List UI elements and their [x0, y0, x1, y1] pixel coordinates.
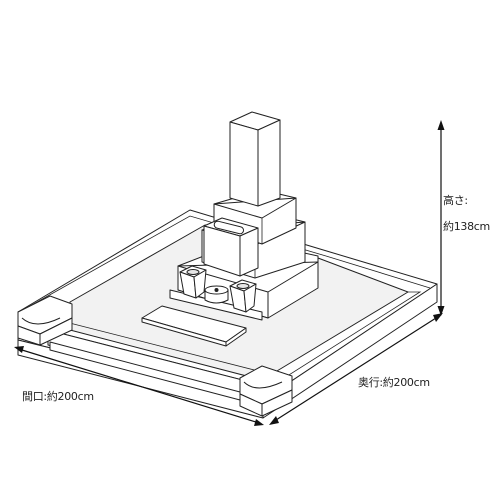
height-label: 高さ: [443, 194, 468, 207]
water-basin [203, 217, 259, 277]
width-dimension-arrow [14, 346, 264, 426]
depth-label: 奥行:約200cm [358, 376, 430, 389]
corner-post-left [17, 295, 73, 346]
height-dimension-arrow [437, 120, 445, 316]
corner-post-right [239, 365, 293, 417]
incense-holder [204, 285, 229, 304]
flower-vase-right [229, 279, 257, 313]
base-frame [17, 209, 438, 419]
height-value: 約138cm [443, 220, 490, 233]
stepping-slab [141, 305, 247, 347]
monument-column [229, 111, 281, 207]
width-label: 間口:約200cm [22, 390, 94, 403]
flower-vase-left [179, 265, 207, 299]
depth-dimension-arrow [269, 313, 443, 425]
